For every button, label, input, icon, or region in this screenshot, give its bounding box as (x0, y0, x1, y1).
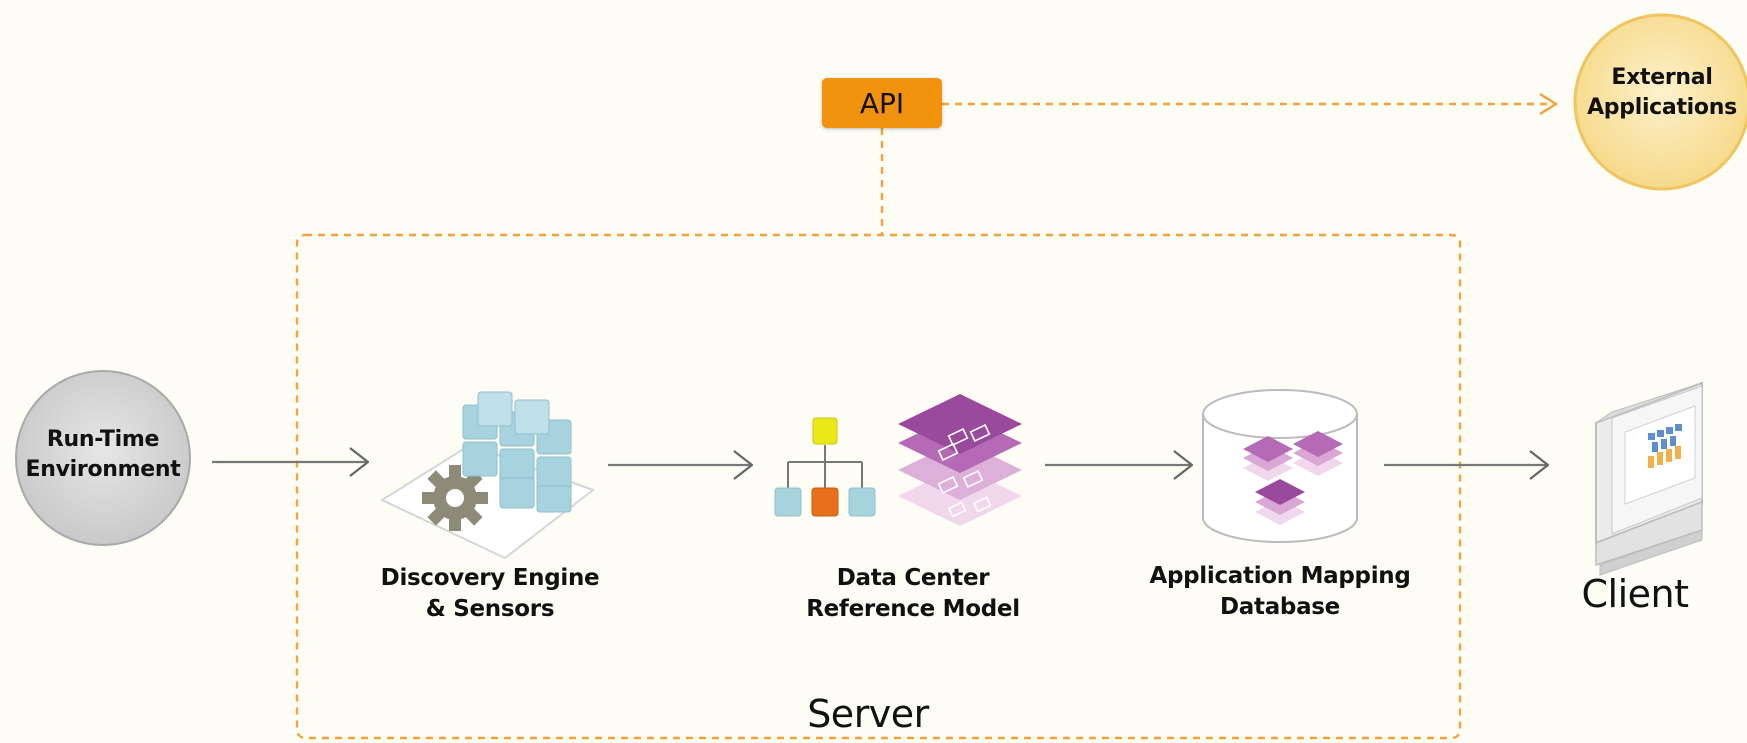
external-applications-circle (1573, 13, 1747, 191)
client-label: Client (1581, 572, 1689, 616)
discovery-engine-label: Discovery Engine & Sensors (380, 565, 600, 622)
runtime-environment-label: Run-Time Environment (25, 427, 181, 482)
database-label: Application Mapping Database (1149, 563, 1411, 620)
gear-icon (422, 465, 488, 531)
layer-stack-icon (898, 394, 1022, 526)
server-boundary (295, 233, 1462, 740)
api-button[interactable]: API (822, 78, 942, 128)
client-computer-icon (1595, 381, 1703, 576)
reference-model-label: Data Center Reference Model (806, 565, 1020, 622)
external-applications-label: External Applications (1587, 65, 1737, 120)
discovery-engine-icon (379, 391, 596, 560)
cube-stack-icon (462, 391, 572, 513)
runtime-environment-circle (15, 370, 191, 546)
server-label: Server (807, 692, 929, 736)
api-label: API (859, 86, 905, 120)
hierarchy-tree-icon (774, 417, 876, 517)
database-icon (1202, 389, 1358, 543)
reference-model-icon (774, 394, 1022, 526)
